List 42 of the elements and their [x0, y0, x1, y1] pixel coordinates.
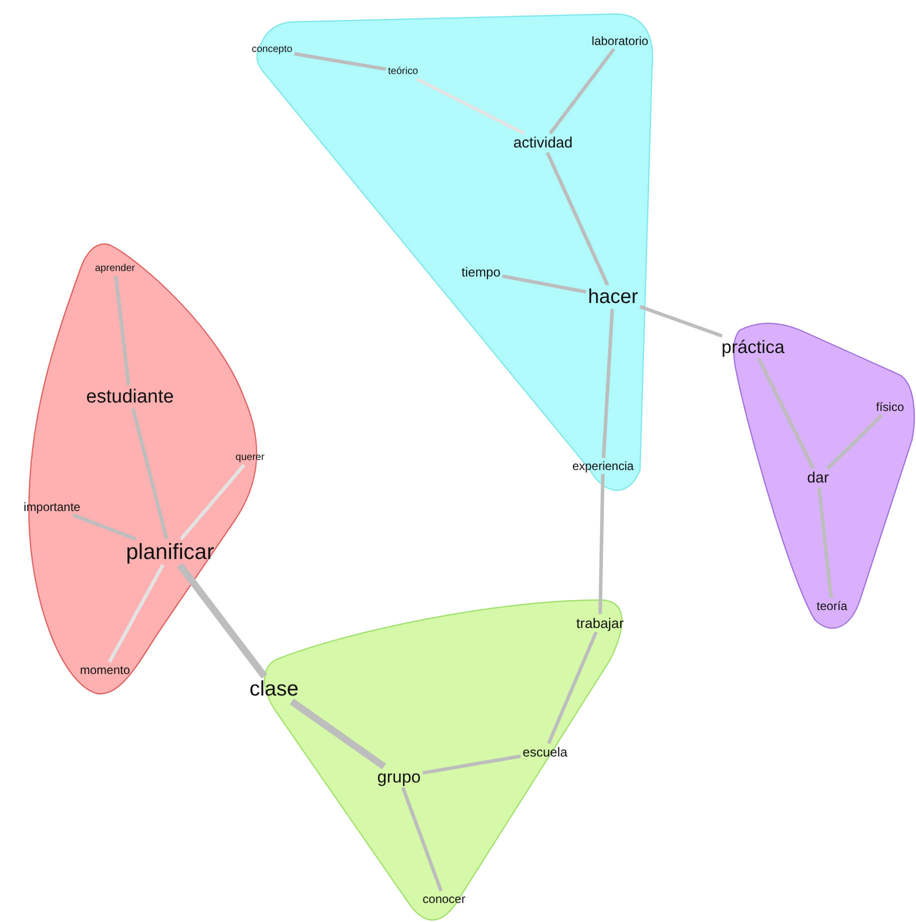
word-label: tiempo: [460, 264, 502, 280]
edge-line: [502, 274, 586, 294]
edge-line: [416, 77, 526, 136]
word-label: experiencia: [571, 459, 635, 473]
word-label: práctica: [720, 337, 786, 357]
word-label: físico: [875, 400, 905, 414]
edge-line: [422, 754, 521, 775]
edge-line: [290, 698, 386, 770]
word-label: importante: [22, 500, 82, 514]
word-label: planificar: [124, 540, 216, 564]
word-label: momento: [78, 663, 132, 677]
edge-line: [598, 474, 605, 614]
edge-line: [131, 408, 168, 540]
edge-line: [547, 631, 598, 744]
edge-line: [72, 513, 137, 541]
edge-line: [602, 308, 614, 458]
word-label: dar: [806, 470, 830, 486]
edge-line: [546, 152, 610, 286]
word-label: escuela: [522, 744, 568, 760]
word-label: conocer: [422, 892, 466, 906]
edge-line: [756, 357, 815, 470]
word-label: hacer: [586, 286, 640, 308]
edge-line: [548, 48, 616, 135]
edge-line: [108, 564, 164, 663]
word-label: laboratorio: [590, 34, 650, 48]
word-label: trabajar: [575, 615, 625, 631]
word-label: clase: [248, 678, 300, 700]
edge-line: [401, 786, 443, 892]
edge-line: [177, 562, 268, 679]
word-label: querer: [234, 452, 266, 464]
edge-line: [114, 276, 130, 386]
edge-line: [294, 52, 386, 71]
word-label: concepto: [250, 44, 294, 56]
edge-line: [826, 414, 884, 470]
word-label: teoría: [816, 599, 848, 613]
edge-line: [817, 487, 833, 598]
word-label: grupo: [376, 768, 422, 786]
edge-line: [180, 464, 246, 540]
word-label: actividad: [512, 134, 574, 152]
word-label: estudiante: [85, 386, 175, 408]
word-label: teórico: [387, 66, 419, 78]
word-label: aprender: [94, 263, 136, 275]
